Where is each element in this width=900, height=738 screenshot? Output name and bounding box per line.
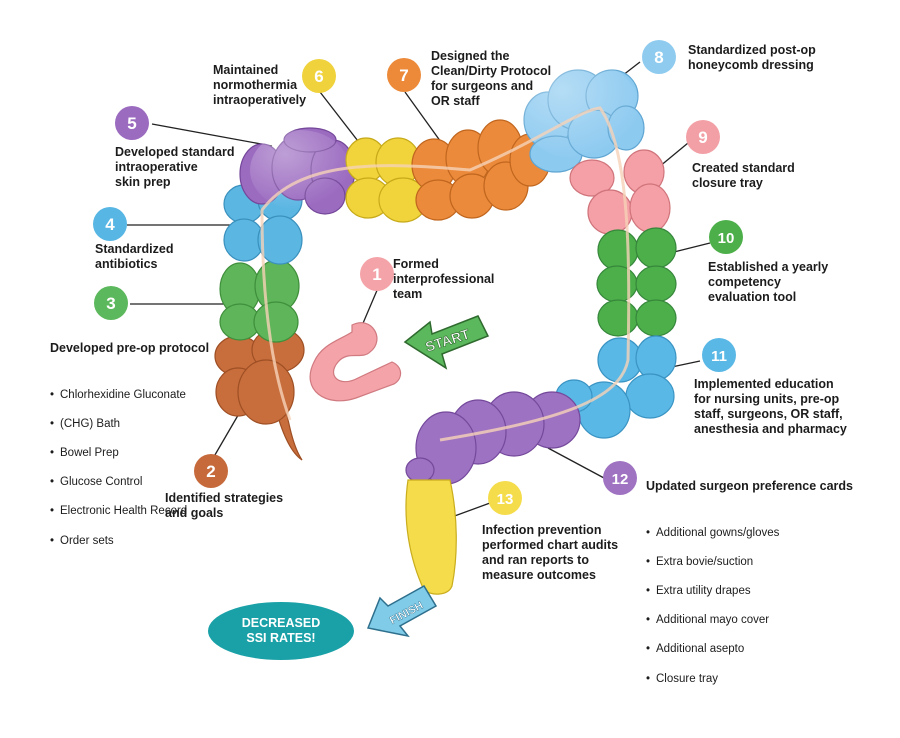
segment-pink-appendix [309, 322, 402, 402]
step-8-badge-number: 8 [654, 48, 663, 67]
step-3-badge-number: 3 [106, 294, 115, 313]
list-item: Closure tray [646, 672, 853, 687]
step-8-badge: 8 [642, 40, 676, 74]
step-1-badge-circle [360, 257, 394, 291]
segment-pink-right [569, 149, 671, 235]
step-9-label: Created standard closure tray [692, 161, 795, 190]
step-10-badge-number: 10 [718, 230, 735, 247]
step-12-badge-number: 12 [612, 471, 629, 488]
step-5-label: Developed standard intraoperative skin p… [115, 145, 235, 189]
list-item: Extra bovie/suction [646, 555, 853, 570]
step-8-badge-circle [642, 40, 676, 74]
step-5-badge-number: 5 [127, 114, 136, 133]
step-5-badge-circle [115, 106, 149, 140]
segment-green-right [596, 227, 677, 337]
step-3-label: Developed pre-op protocol Chlorhexidine … [50, 326, 209, 578]
list-item: Extra utility drapes [646, 584, 853, 599]
step-9-badge-number: 9 [698, 128, 707, 147]
step-2-badge-number: 2 [206, 462, 215, 481]
step-12-badge: 12 [603, 461, 637, 495]
step-1-badge-number: 1 [372, 265, 381, 284]
step-12-list: Additional gowns/gloves Extra bovie/suct… [646, 511, 853, 701]
step-4-badge-circle [93, 207, 127, 241]
shine-overlay [250, 60, 640, 210]
step-1-label: Formed interprofessional team [393, 257, 495, 301]
step-12-label: Updated surgeon preference cards Additio… [646, 464, 853, 716]
list-item: Additional mayo cover [646, 613, 853, 628]
step-3-list: Chlorhexidine Gluconate (CHG) Bath Bowel… [50, 373, 209, 563]
segment-purple-bottom [405, 391, 581, 485]
step-7-label: Designed the Clean/Dirty Protocol for su… [431, 49, 552, 108]
colon-stripe [260, 106, 631, 442]
list-item: Additional gowns/gloves [646, 526, 853, 541]
step-6-badge-circle [302, 59, 336, 93]
list-item: Additional asepto [646, 642, 853, 657]
outcome-line-2: SSI RATES! [246, 631, 315, 645]
list-item: Glucose Control [50, 475, 209, 490]
step-13-badge-number: 13 [497, 491, 514, 508]
start-arrow: START [403, 315, 490, 370]
step-11-label: Implemented education for nursing units,… [694, 377, 847, 436]
step-13-label: Infection prevention performed chart aud… [482, 523, 619, 582]
step-4-badge: 4 [93, 207, 127, 241]
step-7-badge: 7 [387, 58, 421, 92]
step-9-badge: 9 [686, 120, 720, 154]
step-5-badge: 5 [115, 106, 149, 140]
segment-yellow-top [345, 137, 428, 223]
list-item: Bowel Prep [50, 446, 209, 461]
segment-brown [214, 327, 305, 461]
outcome-badge: DECREASED SSI RATES! [208, 602, 354, 660]
step-4-badge-number: 4 [105, 215, 115, 234]
step-7-badge-number: 7 [399, 66, 408, 85]
step-11-badge-number: 11 [711, 348, 727, 365]
step-11-badge: 11 [702, 338, 736, 372]
step-10-badge-circle [709, 220, 743, 254]
step-7-badge-circle [387, 58, 421, 92]
step-1-badge: 1 [360, 257, 394, 291]
step-8-label: Standardized post-op honeycomb dressing [688, 43, 816, 72]
step-6-label: Maintained normothermia intraoperatively [213, 63, 307, 107]
step-13-badge: 13 [488, 481, 522, 515]
outcome-line-1: DECREASED [242, 616, 321, 630]
step-3-badge: 3 [94, 286, 128, 320]
step-10-label: Established a yearly competency evaluati… [708, 260, 829, 304]
list-item: Chlorhexidine Gluconate [50, 388, 209, 403]
segment-green-left [219, 259, 300, 343]
step-3-badge-circle [94, 286, 128, 320]
list-item: Electronic Health Record [50, 504, 209, 519]
step-12-badge-circle [603, 461, 637, 495]
segment-yellow-bottom [405, 479, 457, 595]
segment-blue-right [555, 335, 677, 439]
step-6-badge-number: 6 [314, 67, 323, 86]
step-10-badge: 10 [709, 220, 743, 254]
step-13-badge-circle [488, 481, 522, 515]
step-6-badge: 6 [302, 59, 336, 93]
step-4-label: Standardized antibiotics [95, 242, 174, 271]
step-9-badge-circle [686, 120, 720, 154]
step-11-badge-circle [702, 338, 736, 372]
list-item: (CHG) Bath [50, 417, 209, 432]
list-item: Order sets [50, 534, 209, 549]
finish-arrow: FINISH [366, 584, 438, 638]
